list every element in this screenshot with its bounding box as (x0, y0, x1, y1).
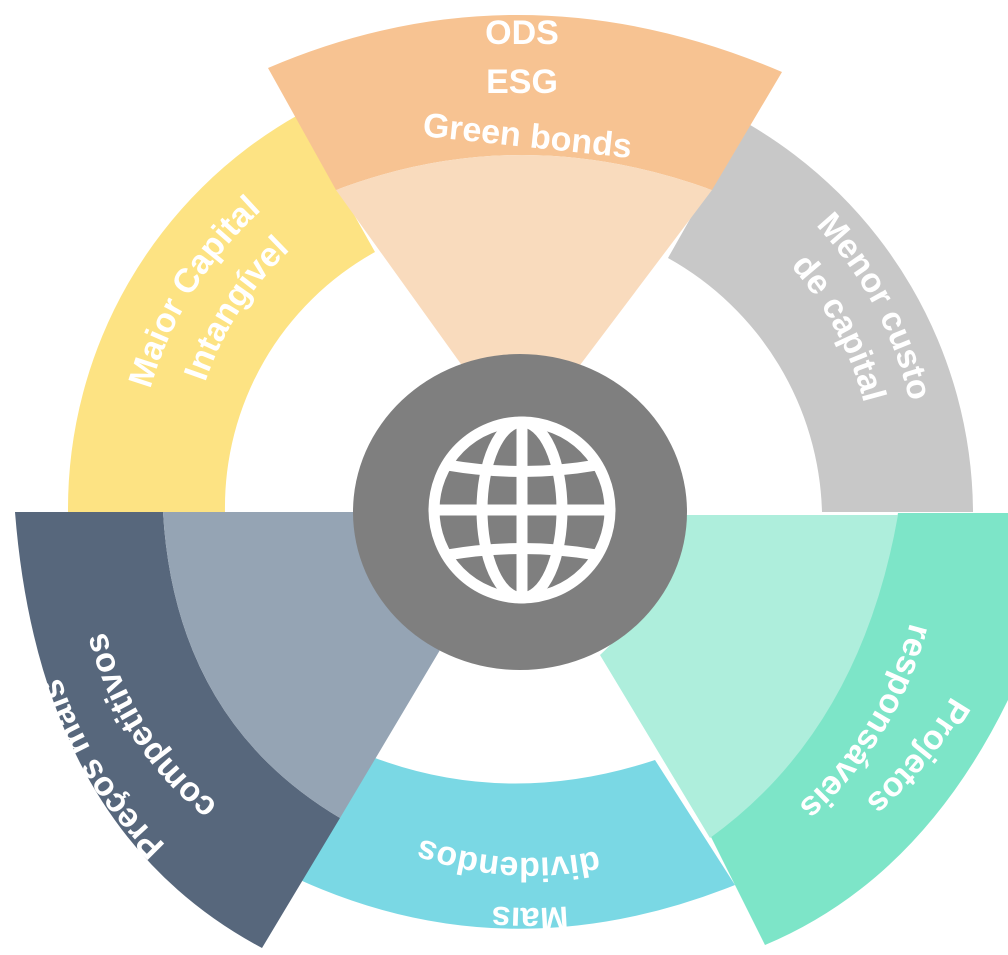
globe-icon (428, 416, 616, 604)
top-line-2: ESG (486, 63, 558, 101)
segment-upper-right (668, 122, 973, 512)
segment-lower-right-inner (600, 515, 898, 838)
segment-lower-left-inner (163, 512, 440, 818)
bottom-line-1: Mais (490, 898, 569, 938)
segment-lower-right-outer (710, 513, 1008, 945)
segment-lower-left-outer (15, 512, 340, 948)
segment-top-outer (268, 14, 782, 191)
segment-upper-left (67, 115, 375, 512)
segment-top-inner (336, 155, 712, 385)
top-line-1: ODS (485, 14, 559, 52)
segment-bottom (300, 758, 735, 929)
